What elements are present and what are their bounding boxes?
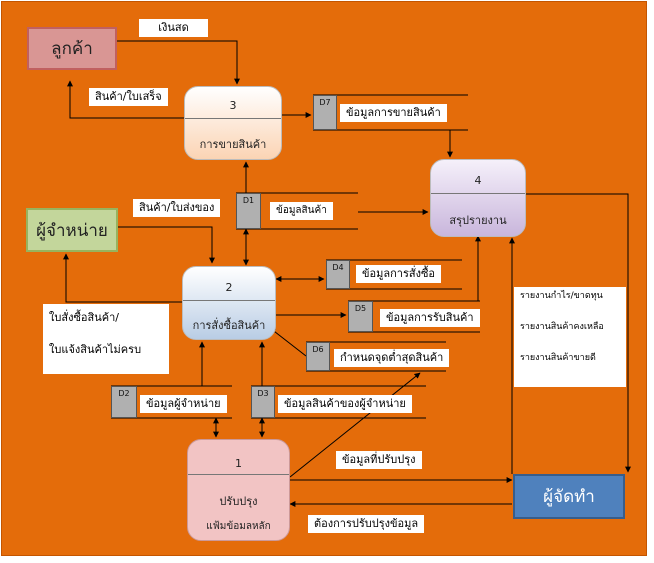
flow-label-goods-receipt: สินค้า/ใบเสร็จ [89,88,168,106]
process-name: การขายสินค้า [199,138,267,151]
process-number: 4 [474,174,482,187]
data-store-d3-id: D3 [251,386,275,418]
data-store-d3-label: ข้อมูลสินค้าของผู้จำหน่าย [278,395,412,413]
process-number: 1 [235,457,242,470]
external-entity-supplier: ผู้จำหน่าย [26,208,118,252]
data-store-d2-label: ข้อมูลผู้จำหน่าย [140,395,227,413]
flow-label-po-line1: ใบสั่งซื้อสินค้า/ [49,311,119,324]
process-separator [185,118,281,119]
process-separator [431,193,525,194]
external-entity-manager: ผู้จัดทำ [513,474,625,519]
process-4-report: 4 สรุปรายงาน [430,159,526,237]
process-name: การสั่งซื้อสินค้า [192,319,266,332]
process-2-purchase: 2 การสั่งซื้อสินค้า [182,266,276,340]
process-separator [188,474,289,475]
external-entity-customer: ลูกค้า [27,27,117,70]
report-item: รายงานสินค้าคงเหลือ [520,322,604,332]
process-number: 2 [225,281,233,294]
report-item: รายงานสินค้าขายดี [520,353,596,363]
data-store-d1-label: ข้อมูลสินค้า [270,202,333,220]
flow-label-update-request: ต้องการปรับปรุงข้อมูล [308,515,425,533]
diagram-background [1,1,647,556]
flow-label-po-line2: ใบแจ้งสินค้าไม่ครบ [49,343,142,356]
data-store-d4-label: ข้อมูลการสั่งซื้อ [356,265,442,283]
data-store-d5-label: ข้อมูลการรับสินค้า [380,309,480,327]
process-separator [183,300,275,301]
flow-label-goods-delivery: สินค้า/ใบส่งของ [133,199,221,217]
flow-label-updated-data: ข้อมูลที่ปรับปรุง [336,451,422,469]
flow-label-purchase-order: ใบสั่งซื้อสินค้า/ ใบแจ้งสินค้าไม่ครบ [43,304,169,374]
process-3-sales: 3 การขายสินค้า [184,86,282,160]
data-store-d7-label: ข้อมูลการขายสินค้า [340,104,447,122]
data-store-d5-id: D5 [348,301,373,332]
flow-label-cash: เงินสด [139,19,208,37]
report-item: รายงานกำไร/ขาดทุน [520,291,603,301]
data-store-d6-id: D6 [306,342,330,371]
process-name-line1: ปรับปรุง [219,495,258,508]
data-store-d4-id: D4 [326,260,350,289]
data-store-d7-id: D7 [313,95,337,130]
process-1-update: 1 ปรับปรุง แฟ้มข้อมลหลัก [187,439,290,541]
process-name-line2: แฟ้มข้อมลหลัก [206,521,271,532]
data-store-d6-label: กำหนดจุดต่ำสุดสินค้า [334,349,450,367]
data-store-d1-id: D1 [236,193,261,229]
data-store-d2-id: D2 [111,386,137,418]
reports-label: รายงานกำไร/ขาดทุน รายงานสินค้าคงเหลือ รา… [514,287,626,387]
process-number: 3 [229,99,237,112]
process-name: สรุปรายงาน [449,214,507,227]
